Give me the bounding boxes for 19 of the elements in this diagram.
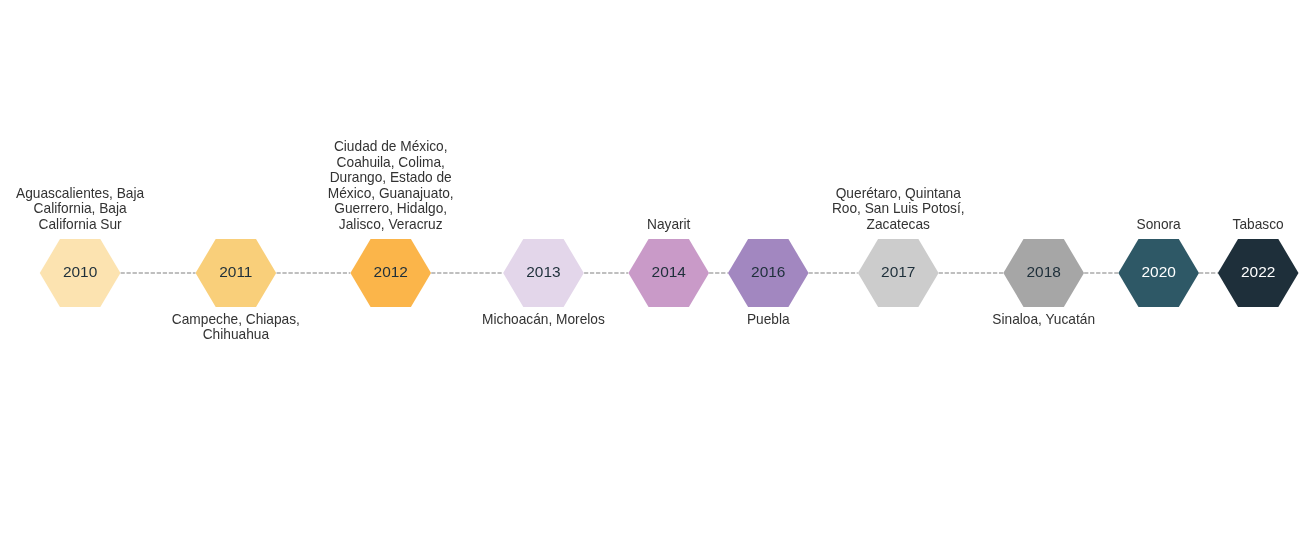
node-label: Nayarit xyxy=(646,216,691,232)
node-label: Ciudad de México, Coahuila, Colima, Durango, Estado de México, Guanajuato, Guerrero, Hidalgo, Jalisco, Veracruz xyxy=(327,139,454,232)
connector xyxy=(807,272,859,274)
node-label: Michoacán, Morelos xyxy=(482,311,605,327)
node-label: Tabasco xyxy=(1232,216,1284,232)
connector xyxy=(1198,272,1219,274)
connector xyxy=(708,272,729,274)
node-label: Sinaloa, Yucatán xyxy=(992,311,1096,327)
node-label: Puebla xyxy=(746,311,790,327)
connector xyxy=(275,272,352,274)
node-label: Sonora xyxy=(1136,216,1181,232)
node-label: Campeche, Chiapas, Chihuahua xyxy=(171,311,300,343)
connector xyxy=(937,272,1005,274)
connector xyxy=(583,272,630,274)
connector xyxy=(1083,272,1119,274)
node-label: Querétaro, Quintana Roo, San Luis Potosí, Zacatecas xyxy=(831,185,965,232)
connector xyxy=(119,272,197,274)
node-label: Aguascalientes, Baja California, Baja California Sur xyxy=(16,185,145,232)
connector xyxy=(430,272,504,274)
